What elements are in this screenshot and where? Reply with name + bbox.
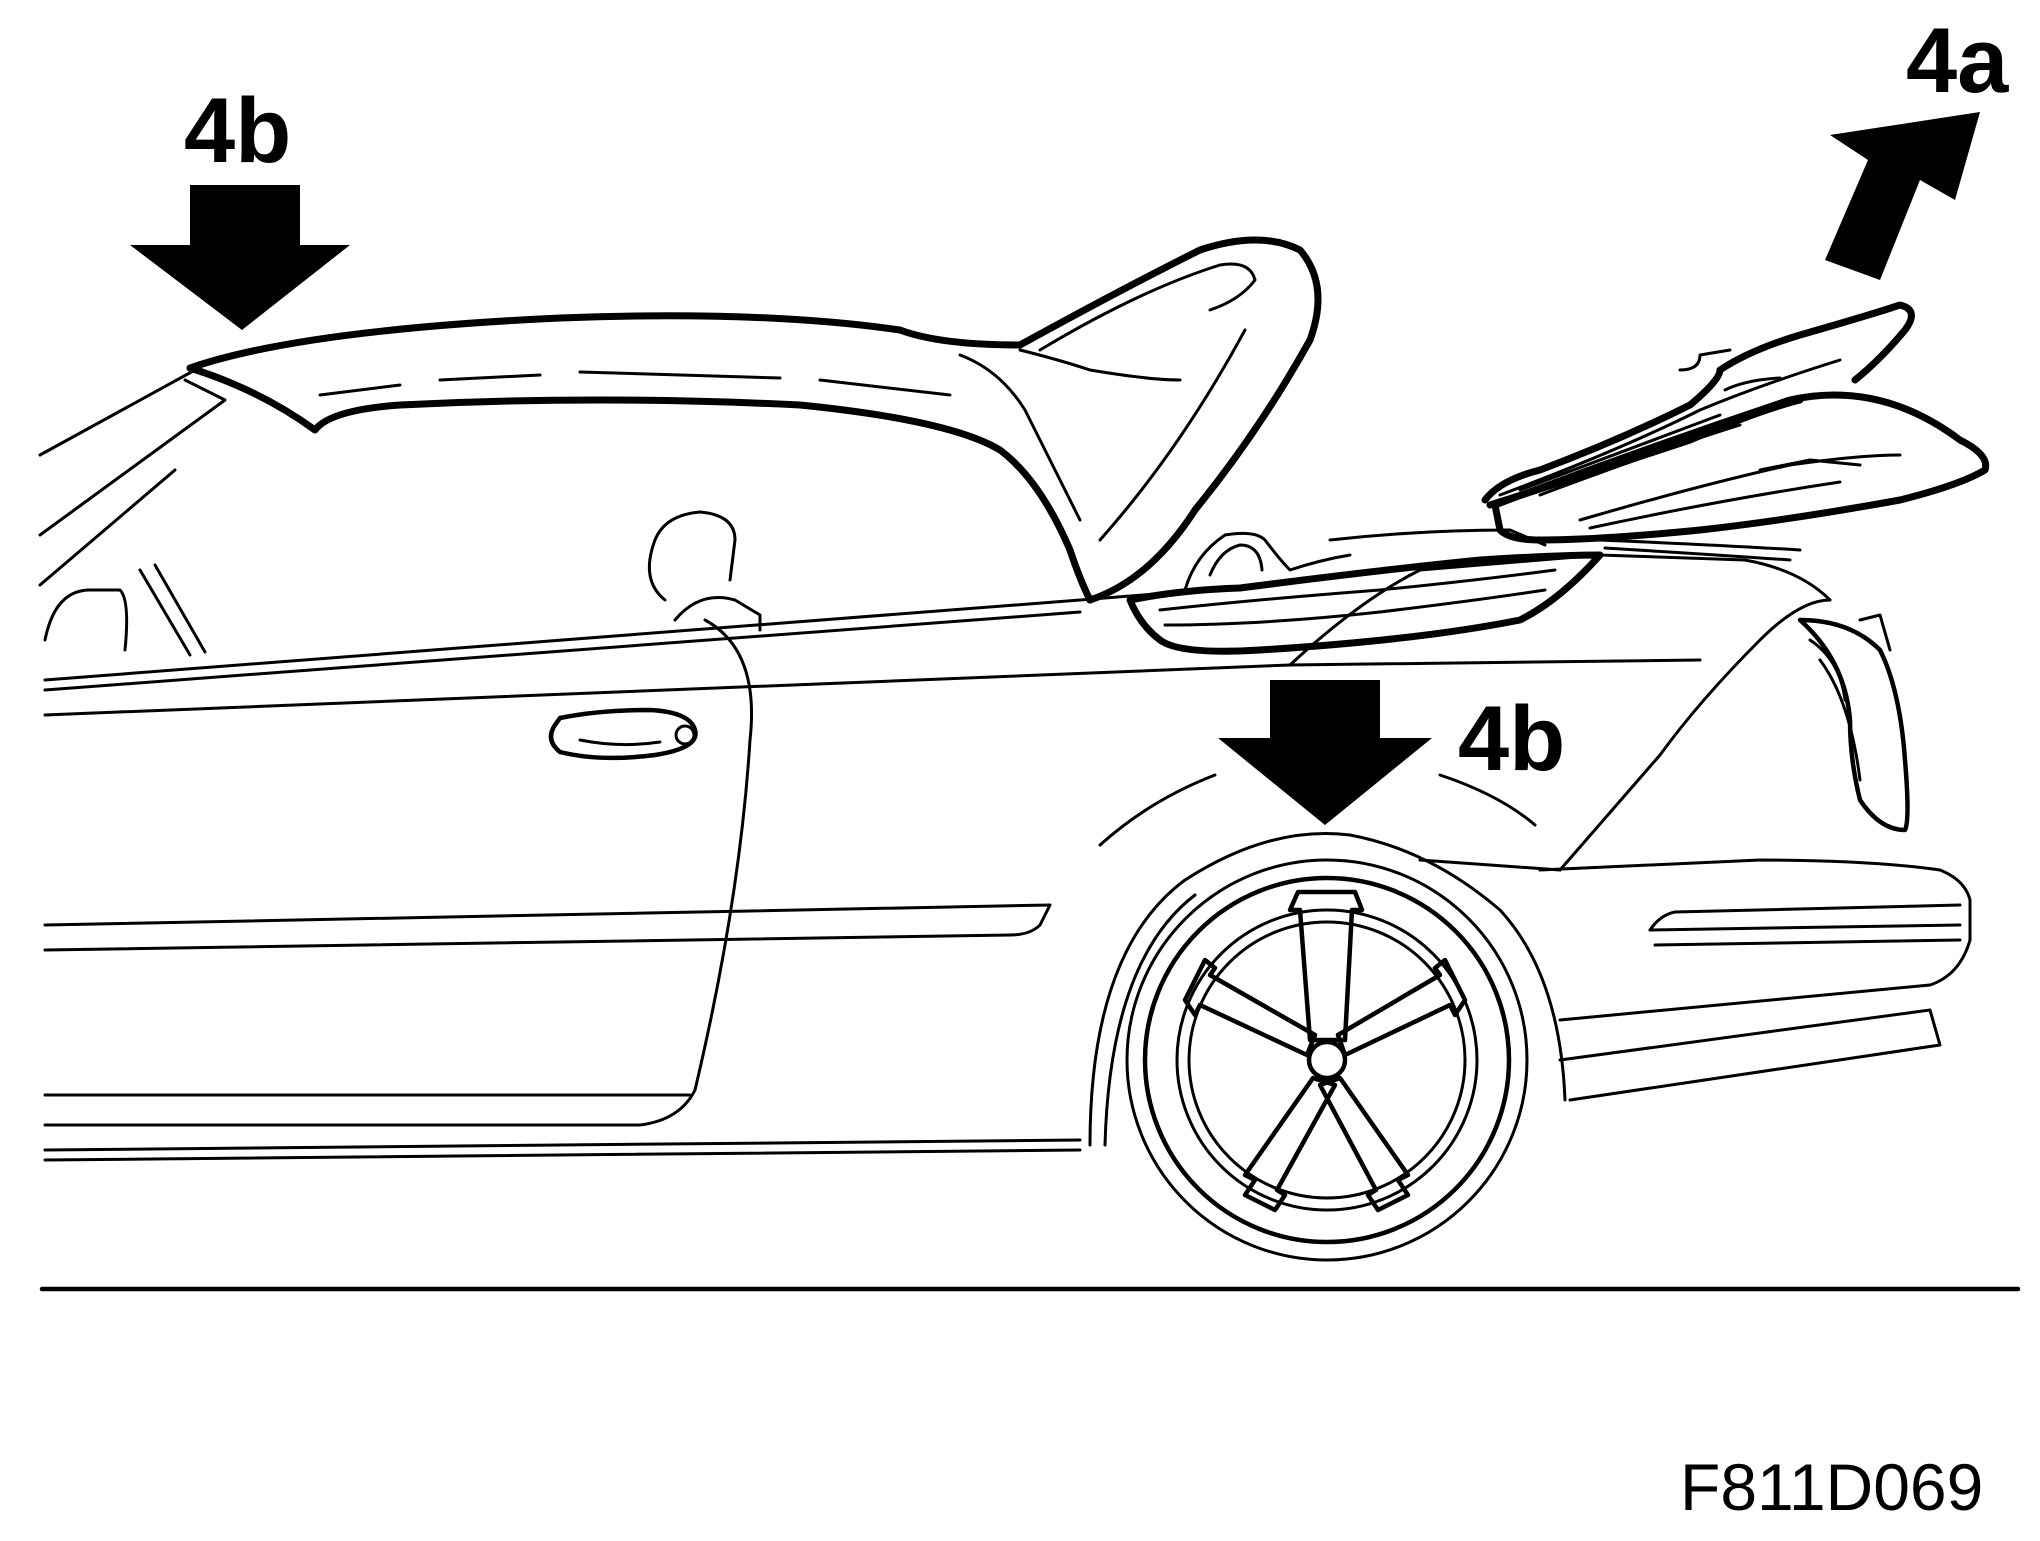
car-body (38, 368, 1972, 1162)
label-4b-front-roof: 4b (184, 80, 291, 182)
label-4a-rear-tonneau: 4a (1906, 10, 2009, 112)
tonneau-up-left-arrow (1825, 112, 1980, 280)
rear-deck-lid (1481, 301, 1990, 562)
tonneau-cover (1126, 528, 1604, 655)
figure-code: F811D069 (1680, 1450, 1983, 1524)
rear-wheel (1125, 858, 1529, 1262)
wheel-spokes (1182, 889, 1468, 1213)
wheel-arch-down-arrow (1218, 680, 1432, 825)
label-4b-wheel-arch: 4b (1458, 688, 1565, 790)
soft-top-roof (186, 236, 1322, 604)
front-roof-down-arrow (130, 185, 350, 330)
